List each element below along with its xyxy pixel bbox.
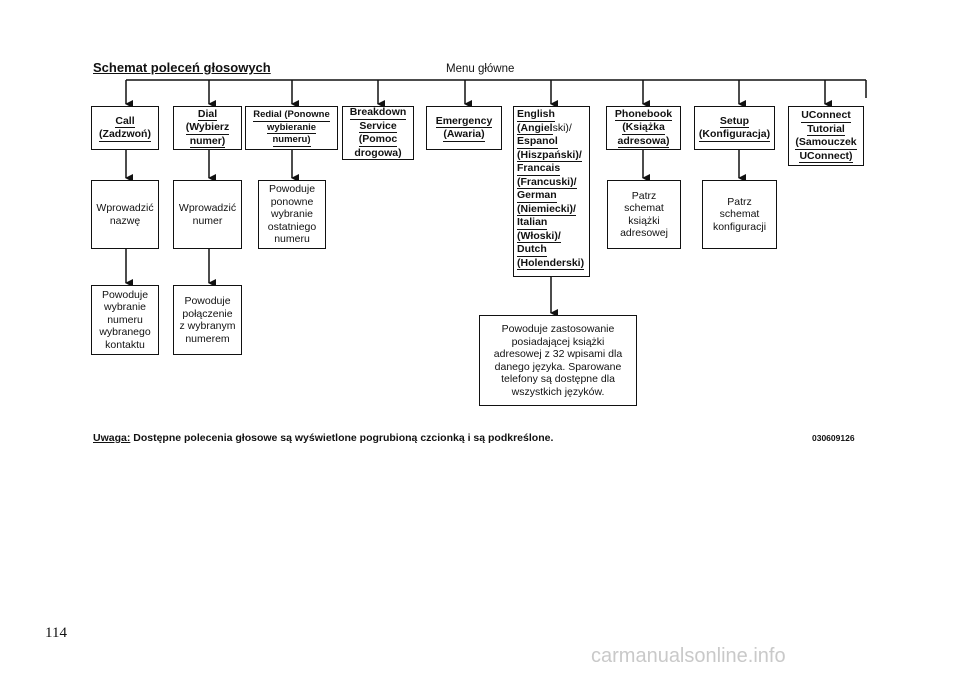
call-enter-name-box: Wprowadzić nazwę — [91, 180, 159, 249]
result-line: Wprowadzić — [178, 202, 237, 214]
phonebook-command-translation-2: adresowa) — [617, 134, 670, 149]
language-item: Dutch — [517, 243, 547, 255]
setup-command-label: Setup — [719, 114, 750, 128]
redial-command-translation-2: wybieranie — [266, 121, 317, 135]
result-line: numeru — [107, 313, 143, 326]
call-result-box: Powoduje wybranie numeru wybranego konta… — [91, 285, 159, 355]
result-line: książki — [628, 214, 660, 227]
result-line: numerem — [185, 332, 230, 345]
breakdown-command-translation-1: (Pomoc — [358, 133, 398, 147]
language-item: Italian — [517, 216, 548, 228]
result-line: Patrz — [631, 189, 657, 202]
diagram-title: Schemat poleceń głosowych — [93, 60, 271, 75]
language-item: (Niemiecki)/ — [517, 202, 576, 215]
language-result-box: Powoduje zastosowanie posiadającej książ… — [479, 315, 637, 406]
dial-command-translation-1: (Wybierz — [185, 121, 230, 135]
result-line: telefony są dostępne dla — [501, 373, 615, 385]
uconnect-command-box: UConnect Tutorial (Samouczek UConnect) — [788, 106, 864, 166]
language-item: (Hiszpański)/ — [517, 148, 582, 161]
dial-command-box: Dial (Wybierz numer) — [173, 106, 242, 150]
call-command-box: Call (Zadzwoń) — [91, 106, 159, 150]
result-line: adresowej — [620, 227, 668, 239]
footnote-label: Uwaga: — [93, 432, 131, 444]
redial-command-box: Redial (Ponowne wybieranie numeru) — [245, 106, 338, 150]
language-item: (Francuski)/ — [517, 175, 577, 188]
main-menu-label: Menu główne — [446, 63, 515, 75]
dial-enter-number-box: Wprowadzić numer — [173, 180, 242, 249]
redial-command-translation-1: (Ponowne — [281, 109, 330, 121]
uconnect-command-translation-1: (Samouczek — [795, 136, 857, 150]
result-line: konfiguracji — [712, 220, 767, 233]
phonebook-command-translation-1: (Książka — [622, 121, 665, 135]
uconnect-command-label-2: Tutorial — [807, 122, 845, 136]
breakdown-command-box: Breakdown Service (Pomoc drogowa) — [342, 106, 414, 160]
language-command-box: English (Angielski)/ Espanol (Hiszpański… — [513, 106, 590, 277]
result-line: wybranie — [103, 301, 147, 314]
language-item-suffix: ski)/ — [552, 121, 572, 134]
setup-command-box: Setup (Konfiguracja) — [694, 106, 775, 150]
setup-result-box: Patrz schemat konfiguracji — [702, 180, 777, 249]
language-item: (Angiel — [517, 121, 553, 134]
call-command-translation: (Zadzwoń) — [99, 128, 151, 142]
dial-command-translation-2: numer) — [189, 134, 226, 149]
setup-command-translation: (Konfiguracja) — [698, 128, 771, 142]
footnote-text: Dostępne polecenia głosowe są wyświetlon… — [130, 432, 554, 444]
uconnect-command-translation-2: UConnect) — [799, 149, 853, 163]
language-item: English — [517, 108, 555, 120]
result-line: Patrz — [727, 195, 752, 208]
result-line: połączenie — [182, 307, 233, 320]
result-line: numeru — [274, 233, 310, 246]
emergency-command-box: Emergency (Awaria) — [426, 106, 502, 150]
footnote: Uwaga: Dostępne polecenia głosowe są wyś… — [93, 432, 553, 444]
result-line: schemat — [719, 208, 760, 221]
result-line: adresowej z 32 wpisami dla — [493, 348, 623, 360]
call-command-label: Call — [115, 114, 135, 128]
result-line: Powoduje — [101, 288, 149, 301]
emergency-command-label: Emergency — [435, 114, 493, 128]
result-line: ostatniego — [267, 220, 317, 233]
language-item: German — [517, 189, 557, 201]
emergency-command-translation: (Awaria) — [443, 128, 485, 142]
phonebook-command-box: Phonebook (Książka adresowa) — [606, 106, 681, 150]
result-line: danego języka. Sparowane — [494, 360, 622, 373]
result-line: posiadającej książki — [511, 335, 605, 348]
result-line: numer — [192, 214, 223, 227]
page-number: 114 — [45, 625, 67, 641]
result-line: Powoduje — [184, 295, 231, 307]
result-line: schemat — [624, 202, 664, 214]
redial-result-box: Powoduje ponowne wybranie ostatniego num… — [258, 180, 326, 249]
result-line: z wybranym — [179, 320, 236, 332]
redial-command-label: Redial — [253, 109, 282, 121]
result-line: wybranie — [270, 208, 314, 221]
figure-code: 030609126 — [812, 433, 855, 443]
redial-command-translation-3: numeru) — [272, 134, 311, 147]
result-line: nazwę — [109, 214, 141, 227]
site-watermark: carmanualsonline.info — [591, 645, 786, 667]
breakdown-command-translation-2: drogowa) — [354, 146, 402, 160]
result-line: Powoduje — [268, 183, 316, 196]
phonebook-result-box: Patrz schemat książki adresowej — [607, 180, 681, 249]
dial-result-box: Powoduje połączenie z wybranym numerem — [173, 285, 242, 355]
language-item: (Włoski)/ — [517, 229, 561, 242]
breakdown-command-label-1: Breakdown — [349, 106, 407, 120]
result-line: kontaktu — [105, 338, 145, 351]
language-item: (Holenderski) — [517, 256, 585, 269]
breakdown-command-label-2: Service — [359, 119, 397, 133]
dial-command-label: Dial — [197, 107, 218, 122]
phonebook-command-label: Phonebook — [614, 107, 673, 122]
result-line: Powoduje zastosowanie — [501, 323, 615, 335]
result-line: wybranego — [99, 326, 151, 339]
uconnect-command-label-1: UConnect — [801, 109, 851, 123]
result-line: ponowne — [270, 195, 314, 208]
result-line: Wprowadzić — [96, 202, 154, 214]
result-line: wszystkich języków. — [511, 385, 605, 398]
language-item: Francais — [517, 162, 561, 174]
language-item: Espanol — [517, 135, 558, 147]
